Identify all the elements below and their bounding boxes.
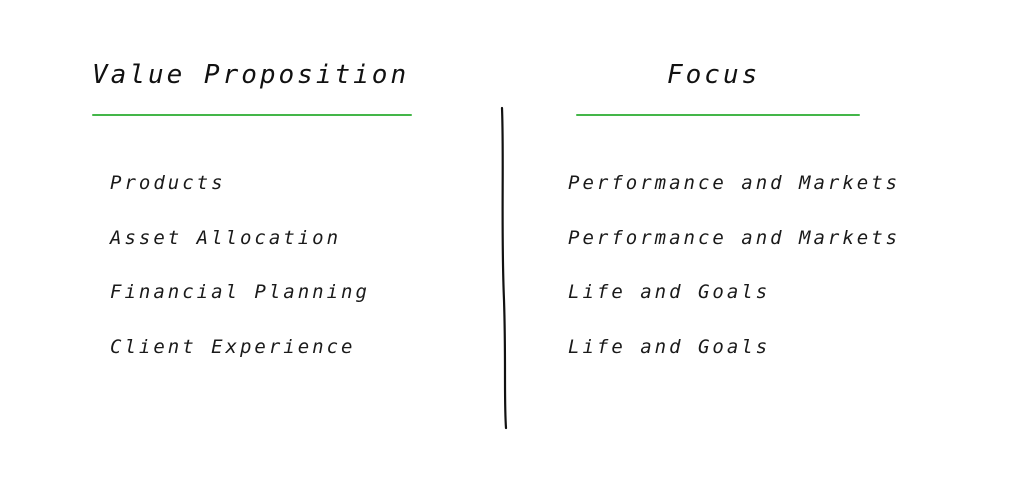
value-proposition-list: Products Asset Allocation Financial Plan…: [110, 172, 370, 390]
focus-list: Performance and Markets Performance and …: [568, 172, 900, 390]
list-item-focus-3: Life and Goals: [568, 281, 771, 303]
list-item-focus-1: Performance and Markets: [568, 172, 901, 194]
list-item-financial-planning: Financial Planning: [110, 281, 370, 303]
focus-underline: [576, 114, 860, 116]
value-proposition-underline: [92, 114, 412, 116]
list-item-focus-4: Life and Goals: [568, 335, 771, 358]
list-item-asset-allocation: Asset Allocation: [110, 226, 342, 249]
list-item-products: Products: [110, 172, 226, 194]
value-proposition-heading: Value Proposition: [92, 60, 410, 90]
focus-heading: Focus: [667, 60, 761, 90]
list-item-focus-2: Performance and Markets: [568, 226, 901, 249]
list-item-client-experience: Client Experience: [110, 335, 356, 358]
